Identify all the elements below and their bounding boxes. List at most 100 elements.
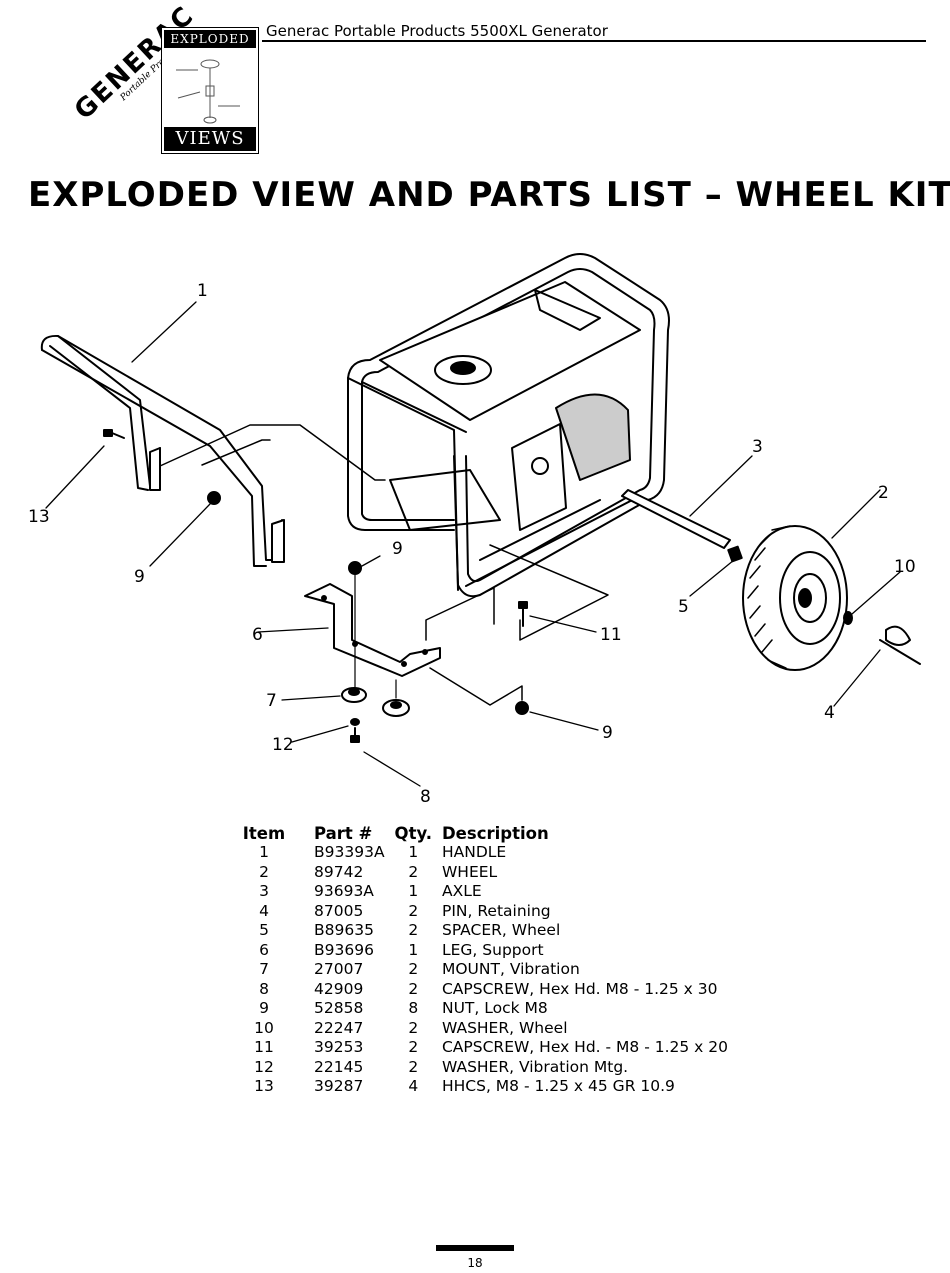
cell-item: 1 [259, 843, 269, 861]
cell-part: B89635 [314, 921, 374, 939]
capscrew-13 [103, 429, 125, 439]
callout-3: 3 [752, 437, 763, 457]
cell-qty: 1 [408, 940, 419, 959]
cell-item: 7 [259, 960, 269, 978]
badge-top-label: EXPLODED [164, 30, 256, 48]
cell-item: 9 [259, 999, 269, 1017]
cell-qty: 1 [408, 843, 419, 861]
callout-7: 7 [266, 691, 277, 711]
cell-qty: 2 [408, 862, 419, 881]
header-rule [262, 40, 926, 42]
table-row: 12 22145 2 WASHER, Vibration Mtg. [240, 1058, 738, 1078]
cell-item: 6 [259, 940, 269, 959]
nut-9-left [207, 491, 221, 505]
header-description: Description [441, 824, 549, 843]
cell-qty: 2 [408, 921, 419, 939]
table-row: 1 B93393A 1 HANDLE [240, 843, 738, 863]
cell-part: B93696 [314, 940, 374, 959]
support-leg [304, 583, 441, 677]
cell-part: 42909 [314, 979, 364, 998]
exploded-view-diagram: 1 2 3 4 5 6 7 8 9 9 9 10 11 12 13 [28, 253, 921, 807]
cell-description: WASHER, Vibration Mtg. [441, 1057, 629, 1076]
cell-item: 3 [259, 882, 269, 900]
header-qty: Qty. [394, 824, 432, 843]
cell-description: WHEEL [441, 862, 498, 881]
cell-qty: 2 [408, 1057, 419, 1076]
table-row: 4 87005 2 PIN, Retaining [240, 902, 738, 922]
generac-logo: GENERAC Portable Products [28, 0, 201, 126]
handle-part [40, 334, 285, 567]
cell-description: NUT, Lock M8 [441, 999, 548, 1017]
cell-item: 13 [254, 1077, 274, 1095]
cell-qty: 2 [408, 960, 419, 978]
cell-item: 2 [259, 862, 269, 881]
callout-8: 8 [420, 787, 431, 807]
wheel-part [742, 525, 848, 671]
cell-item: 4 [259, 901, 269, 920]
cell-part: 22145 [314, 1057, 364, 1076]
cell-description: AXLE [441, 882, 482, 900]
cell-part: 27007 [314, 960, 364, 978]
cell-part: 39253 [314, 1038, 364, 1056]
callout-9-right: 9 [602, 723, 613, 743]
table-row: 9 52858 8 NUT, Lock M8 [240, 999, 738, 1019]
spacer-part [727, 545, 743, 563]
cell-item: 12 [254, 1057, 274, 1076]
cell-qty: 8 [408, 999, 419, 1017]
generator-frame [347, 253, 670, 598]
cell-qty: 2 [408, 901, 419, 920]
cell-description: HANDLE [441, 843, 507, 861]
retaining-pin [879, 625, 921, 665]
table-row: 7 27007 2 MOUNT, Vibration [240, 960, 738, 980]
cell-item: 10 [254, 1018, 274, 1037]
parts-list-table: Item Part # Qty. Description 1 B93393A 1 HA… [240, 824, 738, 1097]
page-number: 18 [467, 1256, 483, 1270]
cell-qty: 2 [408, 1018, 419, 1037]
callout-11: 11 [600, 625, 622, 645]
cell-part: 87005 [314, 901, 364, 920]
table-header-row: Item Part # Qty. Description [240, 824, 738, 843]
cell-part: 52858 [314, 999, 364, 1017]
cell-qty: 2 [408, 979, 419, 998]
cell-qty: 4 [408, 1077, 419, 1095]
table-row: 10 22247 2 WASHER, Wheel [240, 1019, 738, 1039]
cell-description: CAPSCREW, Hex Hd. M8 - 1.25 x 30 [441, 979, 718, 998]
exploded-views-badge: EXPLODED VIEWS [161, 27, 259, 154]
cell-part: 39287 [314, 1077, 364, 1095]
cell-description: LEG, Support [441, 940, 544, 959]
cell-qty: 1 [408, 882, 419, 900]
cell-part: B93393A [314, 843, 385, 861]
callout-4: 4 [824, 703, 835, 723]
callout-9-middle: 9 [392, 539, 403, 559]
washer-10 [843, 611, 853, 625]
callout-labels: 1 2 3 4 5 6 7 8 9 9 9 10 11 12 13 [28, 281, 916, 807]
header-part-number: Part # [314, 824, 373, 843]
cell-description: MOUNT, Vibration [441, 960, 580, 978]
capscrew-11 [518, 601, 528, 627]
cell-description: WASHER, Wheel [441, 1018, 568, 1037]
callout-10: 10 [894, 557, 916, 577]
cell-description: SPACER, Wheel [441, 921, 561, 939]
callout-5: 5 [678, 597, 689, 617]
cell-item: 11 [254, 1038, 274, 1056]
nut-9-right [515, 701, 529, 715]
cell-part: 93693A [314, 882, 374, 900]
table-row: 3 93693A 1 AXLE [240, 882, 738, 902]
washer-12 [350, 718, 360, 726]
cell-qty: 2 [408, 1038, 419, 1056]
table-row: 6 B93696 1 LEG, Support [240, 941, 738, 961]
callout-9-left: 9 [134, 567, 145, 587]
cell-part: 22247 [314, 1018, 364, 1037]
header-title: Generac Portable Products 5500XL Generat… [266, 22, 608, 40]
badge-bottom-label: VIEWS [164, 127, 256, 151]
nut-9-middle [348, 561, 362, 575]
page-title: EXPLODED VIEW AND PARTS LIST – WHEEL KIT [28, 175, 950, 215]
cell-description: PIN, Retaining [441, 901, 551, 920]
callout-13: 13 [28, 507, 50, 527]
footer-bar [436, 1245, 514, 1251]
